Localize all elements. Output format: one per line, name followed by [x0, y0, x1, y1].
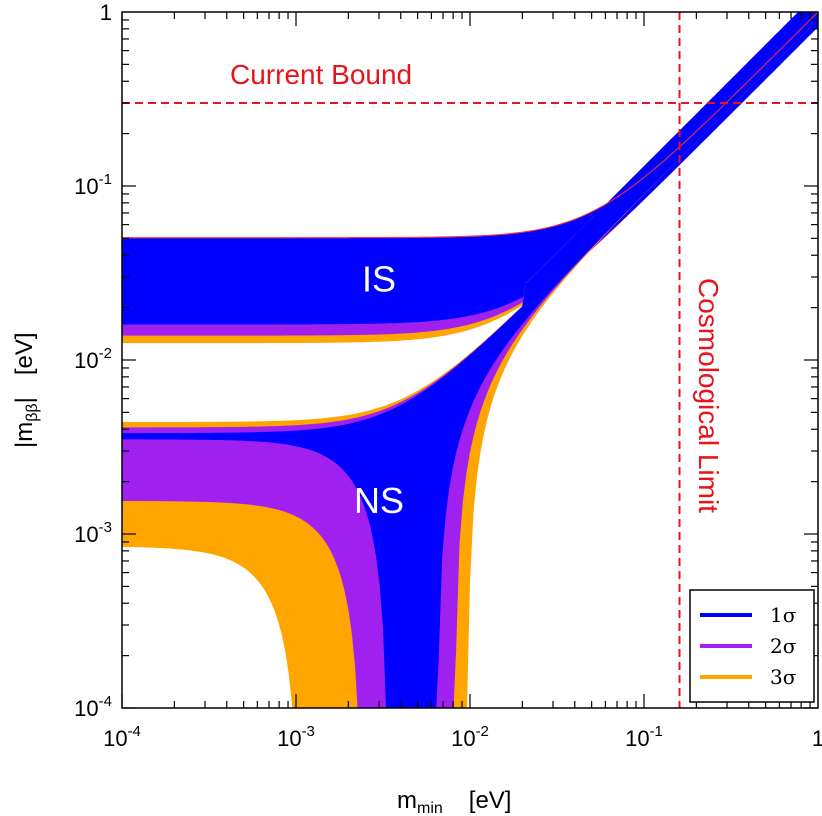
y-axis-label-unit: [eV]: [11, 332, 38, 375]
x-tick-label: 1: [812, 726, 822, 751]
x-axis-label-main: m: [397, 787, 417, 814]
x-tick-label-base: 10: [451, 726, 475, 751]
legend-label-2sigma: 2σ: [770, 634, 797, 658]
x-tick-label-base: 10: [625, 726, 649, 751]
x-tick-label-base: 10: [103, 726, 127, 751]
y-tick-label: 10-4: [74, 693, 112, 721]
y-tick-label-base: 10: [74, 174, 98, 199]
x-tick-label: 10-3: [277, 723, 315, 751]
x-tick-label-exp: -1: [650, 723, 663, 740]
y-tick-label-base: 10: [74, 696, 98, 721]
y-tick-label-exp: -4: [99, 693, 112, 710]
x-tick-label-exp: -3: [302, 723, 315, 740]
region-label-normal: NS: [354, 480, 404, 521]
inverted-band-edge: [122, 12, 818, 239]
legend: 1σ 2σ 3σ: [689, 589, 815, 703]
x-axis-label-sub: min: [417, 800, 443, 816]
y-tick-label-base: 10: [74, 522, 98, 547]
x-tick-label: 10-1: [625, 723, 663, 751]
normal-band-1sigma: [122, 12, 818, 708]
current-bound-label: Current Bound: [230, 59, 412, 90]
y-tick-label: 10-3: [74, 519, 112, 547]
cosmological-limit-label: Cosmological Limit: [693, 278, 724, 513]
x-tick-label-base: 1: [812, 726, 822, 751]
reference-lines: [122, 12, 818, 708]
y-tick-label: 10-2: [74, 345, 112, 373]
y-axis-label-main: |m: [11, 422, 38, 448]
x-tick-label-base: 10: [277, 726, 301, 751]
mass-bands: [122, 12, 818, 708]
axis-ticks: [121, 12, 818, 709]
legend-label-3sigma: 3σ: [770, 665, 797, 689]
x-tick-label: 10-2: [451, 723, 489, 751]
y-tick-label-exp: -2: [99, 345, 112, 362]
x-tick-label-exp: -4: [128, 723, 141, 740]
y-tick-label-exp: -1: [99, 171, 112, 188]
y-axis-label-sub: ββ: [24, 403, 41, 421]
x-tick-label-exp: -2: [476, 723, 489, 740]
y-axis-label: |mββ| [eV]: [11, 332, 41, 448]
inverted-band-1sigma: [122, 12, 818, 325]
y-tick-label-base: 1: [100, 0, 112, 25]
y-tick-label-base: 10: [74, 348, 98, 373]
region-label-inverted: IS: [362, 259, 396, 300]
x-axis-label-unit: [eV]: [469, 787, 512, 814]
x-tick-label: 10-4: [103, 723, 141, 751]
y-tick-label-exp: -3: [99, 519, 112, 536]
x-axis-label: mmin [eV]: [397, 787, 511, 816]
y-tick-label: 1: [100, 0, 112, 25]
y-tick-label: 10-1: [74, 171, 112, 199]
plot-frame: [121, 11, 819, 709]
legend-label-1sigma: 1σ: [770, 603, 797, 627]
y-axis-label-close: |: [11, 397, 38, 403]
